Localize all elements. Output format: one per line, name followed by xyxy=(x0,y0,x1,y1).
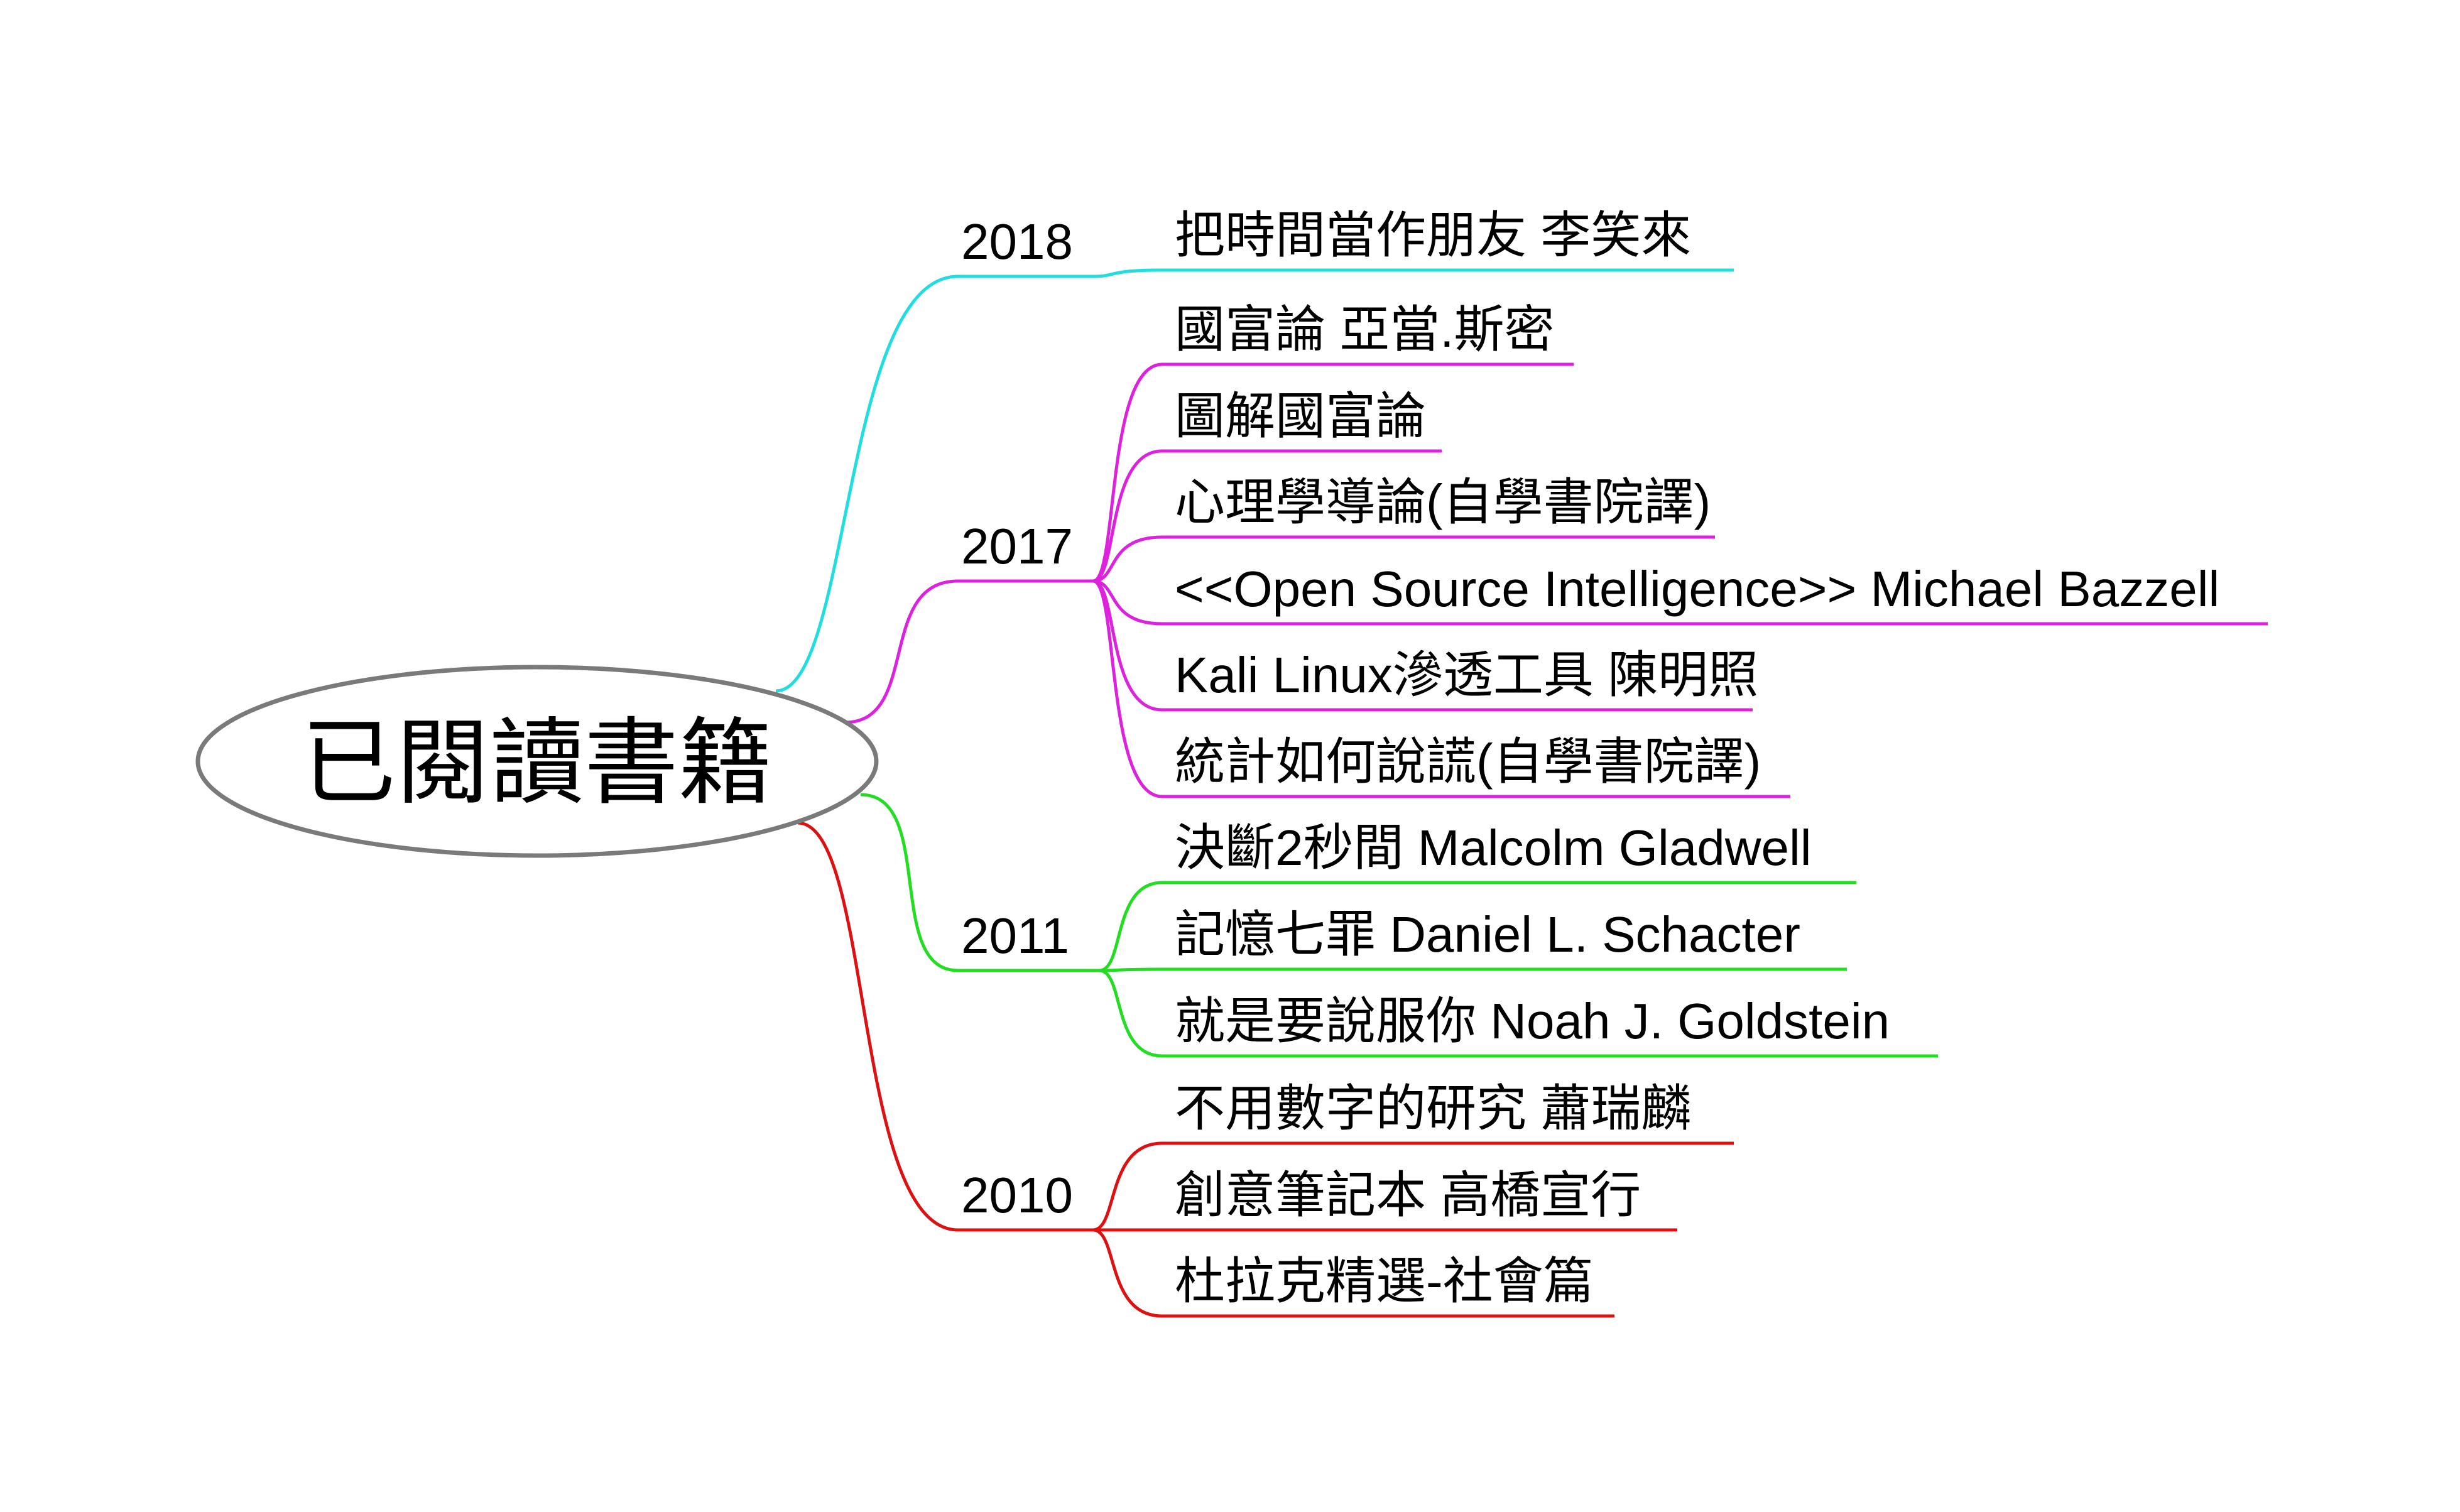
root-label: 已閱讀書籍 xyxy=(302,709,773,818)
book-title: 國富論 亞當.斯密 xyxy=(1175,302,1554,357)
branch-curve-2011 xyxy=(860,793,959,972)
book-connector xyxy=(1092,362,1163,583)
branch-curve-2010 xyxy=(797,821,959,1232)
book-connector xyxy=(1099,967,1163,972)
year-label: 2017 xyxy=(961,518,1073,574)
book-title: Kali Linux滲透工具 陳明照 xyxy=(1175,647,1758,703)
book-connector xyxy=(1099,881,1163,972)
year-group-2011: 2011 決斷2秒間 Malcolm Gladwell 記憶七罪 Daniel L.… xyxy=(961,820,1890,1049)
book-title: 不用數字的研究 蕭瑞麟 xyxy=(1175,1080,1691,1136)
book-connector xyxy=(1092,535,1163,583)
year-groups: 2018 把時間當作朋友 李笑來 2017 國富論 亞當.斯密圖解國富論心理學導論(自… xyxy=(961,207,2219,1309)
book-title: 杜拉克精選-社會篇 xyxy=(1175,1253,1594,1309)
book-connector xyxy=(1092,1228,1163,1318)
book-title: 決斷2秒間 Malcolm Gladwell xyxy=(1175,820,1812,876)
book-connector xyxy=(1092,1141,1163,1232)
book-title: <<Open Source Intelligence>> Michael Baz… xyxy=(1175,561,2219,617)
year-group-2018: 2018 把時間當作朋友 李笑來 xyxy=(961,207,1691,269)
book-connector xyxy=(1092,579,1163,798)
book-title: 心理學導論(自學書院譯) xyxy=(1175,474,1711,530)
book-connector xyxy=(1092,268,1163,278)
book-title: 圖解國富論 xyxy=(1175,388,1426,444)
book-connector xyxy=(1099,969,1163,1058)
book-title: 就是要說服你 Noah J. Goldstein xyxy=(1175,993,1890,1049)
book-title: 創意筆記本 高橋宣行 xyxy=(1175,1167,1641,1223)
book-connector xyxy=(1092,579,1163,626)
year-label: 2011 xyxy=(961,908,1069,964)
book-title: 記憶七罪 Daniel L. Schacter xyxy=(1175,906,1800,962)
book-title: 把時間當作朋友 李笑來 xyxy=(1175,207,1691,263)
year-label: 2018 xyxy=(961,214,1073,269)
year-label: 2010 xyxy=(961,1167,1073,1223)
branch-curve-2018 xyxy=(775,275,959,693)
branch-curve-2017 xyxy=(844,579,959,724)
book-title: 統計如何說謊(自學書院譯) xyxy=(1175,734,1761,790)
branch-lines xyxy=(775,268,2268,1318)
book-connector xyxy=(1092,449,1163,583)
root-node xyxy=(195,665,879,858)
